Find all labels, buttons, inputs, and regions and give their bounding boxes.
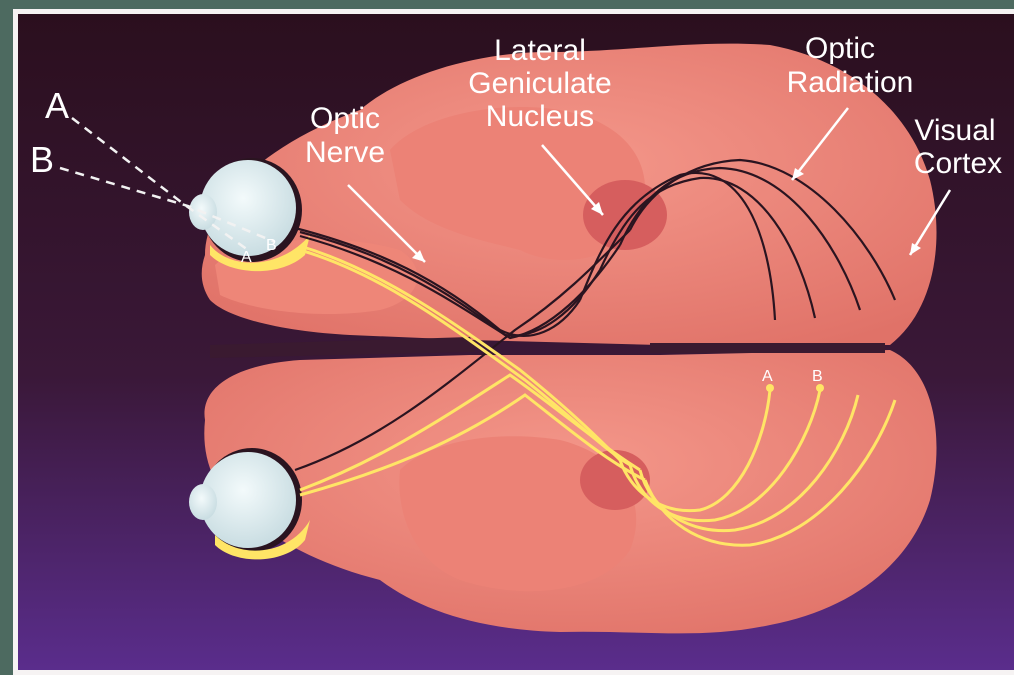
cortex-b-label: B — [812, 368, 823, 385]
lgn-lower — [580, 450, 650, 510]
optic-radiation-label: Optic — [805, 32, 875, 65]
lgn-label-line3: Nucleus — [486, 100, 594, 133]
visual-cortex-label: Visual — [914, 114, 995, 147]
retina-b-label: B — [266, 237, 277, 254]
visual-cortex-label-line2: Cortex — [914, 147, 1002, 180]
cortex-a-label: A — [762, 368, 773, 385]
retina-a-label: A — [241, 249, 252, 266]
optic-nerve-label-line2: Nerve — [305, 136, 385, 169]
fissure-right — [650, 343, 885, 353]
lgn-label-line2: Geniculate — [468, 67, 611, 100]
lgn-label: Lateral — [494, 34, 586, 67]
visual-field-b-label: B — [30, 139, 54, 180]
optic-nerve-label: Optic — [310, 102, 380, 135]
cortex-end-a — [766, 384, 774, 392]
optic-radiation-label-line2: Radiation — [787, 66, 914, 99]
cortex-end-b — [816, 384, 824, 392]
visual-field-a-label: A — [45, 85, 69, 126]
